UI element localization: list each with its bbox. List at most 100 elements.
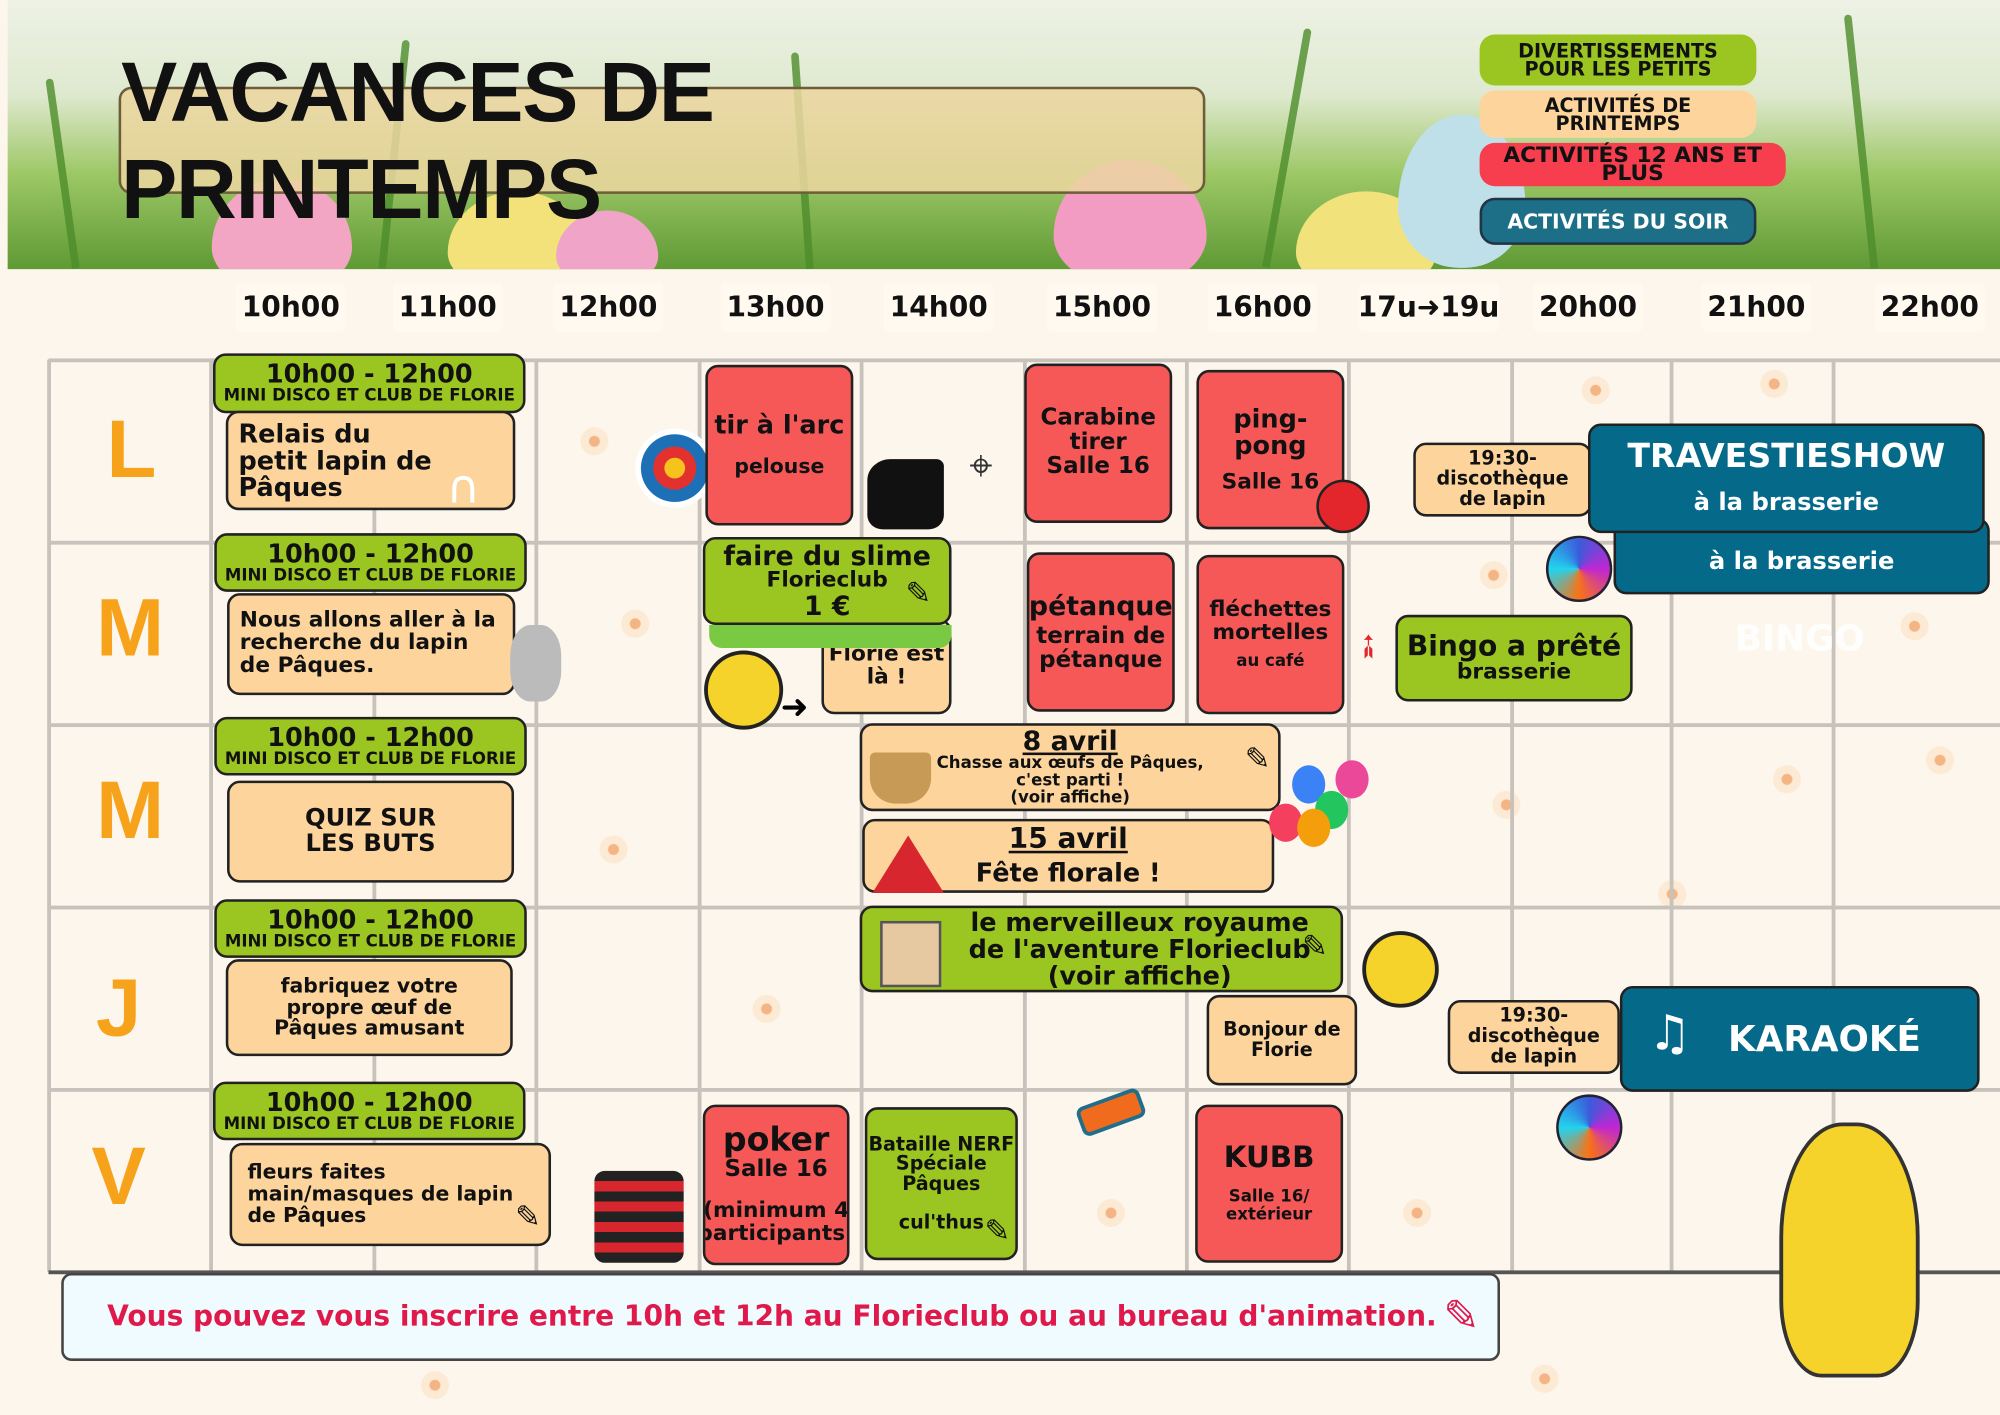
- pencil-icon: ✎: [1443, 1290, 1480, 1342]
- place: à la brasserie: [1708, 547, 1895, 576]
- bunny-icon: [510, 624, 562, 702]
- relais-lapin[interactable]: Relais du petit lapin de Pâques: [225, 410, 516, 511]
- l1: Bingo a prêté: [1406, 630, 1622, 663]
- pencil-icon: ✎: [905, 575, 932, 611]
- dart-icon: ➶: [1345, 623, 1392, 671]
- place: à la brasserie: [1693, 488, 1880, 517]
- oeuf-paques[interactable]: fabriquez votre propre œuf de Pâques amu…: [225, 959, 513, 1057]
- label: Relais du petit lapin de Pâques: [238, 417, 432, 502]
- flower-decoration-icon: [1096, 1198, 1125, 1228]
- legend-label: ACTIVITÉS DU SOIR: [1507, 208, 1729, 233]
- grid-line: [48, 358, 2000, 363]
- time: 10h00 - 12h00: [265, 1086, 473, 1117]
- label: 19:30-discothèque de lapin: [1436, 446, 1569, 511]
- label: MINI DISCO ET CLUB DE FLORIE: [223, 386, 515, 406]
- easter-basket-icon: [869, 752, 932, 804]
- label: MINI DISCO ET CLUB DE FLORIE: [224, 565, 517, 586]
- notice-text: Vous pouvez vous inscrire entre 10h et 1…: [107, 1301, 1437, 1333]
- l2: tirer: [1069, 428, 1127, 456]
- time-header: 16h00: [1207, 283, 1318, 332]
- note: (voir affiche): [1010, 788, 1130, 808]
- place: Florieclub: [766, 567, 888, 593]
- text: Chasse aux œufs de Pâques, c'est parti !: [936, 753, 1204, 791]
- label: QUIZ SUR LES BUTS: [304, 803, 437, 858]
- discotheque-lapin-monday[interactable]: 19:30-discothèque de lapin: [1413, 442, 1592, 517]
- place: pelouse: [734, 454, 825, 479]
- pencil-icon: ✎: [1302, 928, 1328, 965]
- legend-soir: ACTIVITÉS DU SOIR: [1479, 197, 1757, 245]
- time-header: 11h00: [392, 283, 503, 332]
- karaoke[interactable]: ♫KARAOKÉ: [1619, 985, 1980, 1092]
- place: cul'thus: [898, 1210, 984, 1234]
- bingo-faint-label: BINGO: [1734, 617, 1865, 660]
- grid-line: [48, 1088, 2000, 1092]
- legend-label: ACTIVITÉS DE PRINTEMPS: [1544, 93, 1692, 135]
- label: 19:30-discothèque de lapin: [1467, 1004, 1600, 1068]
- time-header: 21h00: [1701, 283, 1812, 332]
- grid-line: [1346, 359, 1351, 1272]
- flower-decoration-icon: [1403, 1198, 1432, 1228]
- legend-label: DIVERTISSEMENTS POUR LES PETITS: [1518, 39, 1718, 81]
- discotheque-lapin-thursday[interactable]: 19:30-discothèque de lapin: [1447, 999, 1620, 1074]
- slime-drip-icon: [709, 624, 952, 648]
- title: poker: [722, 1121, 830, 1160]
- label: KARAOKÉ: [1728, 1017, 1921, 1060]
- time: 10h00 - 12h00: [267, 721, 474, 753]
- grid-line: [47, 359, 52, 1272]
- date: 8 avril: [1022, 725, 1118, 757]
- grid-line: [534, 359, 539, 1272]
- time-header: 13h00: [720, 283, 831, 332]
- time-header: 20h00: [1533, 283, 1643, 332]
- tir-arc[interactable]: tir à l'arc pelouse: [705, 364, 854, 526]
- time: 10h00 - 12h00: [267, 903, 474, 935]
- note: (minimum 4 participants): [702, 1198, 850, 1247]
- title: pétanque: [1028, 590, 1173, 621]
- flower-decoration-icon: [1492, 790, 1521, 819]
- recherche-lapin[interactable]: Nous allons aller à la recherche du lapi…: [227, 593, 516, 696]
- disco-ball-icon: [1545, 535, 1613, 603]
- flower-decoration-icon: [1530, 1364, 1559, 1393]
- grass-blade: [1843, 14, 1879, 269]
- text: Fête florale !: [975, 857, 1161, 888]
- l3: (voir affiche): [1047, 959, 1232, 991]
- castle-icon: [880, 920, 942, 988]
- grid-line: [48, 540, 2000, 545]
- fleurs-masques[interactable]: fleurs faites main/masques de lapin de P…: [229, 1142, 552, 1247]
- place: terrain de pétanque: [1036, 621, 1166, 673]
- pencil-icon: ✎: [984, 1212, 1011, 1249]
- crosshair-icon: ⌖: [969, 441, 993, 490]
- title: tir à l'arc: [714, 409, 845, 441]
- flower-decoration-icon: [1760, 369, 1789, 398]
- nerf-gun-icon: [1074, 1086, 1148, 1138]
- quiz[interactable]: QUIZ SUR LES BUTS: [227, 780, 515, 883]
- registration-notice: Vous pouvez vous inscrire entre 10h et 1…: [61, 1272, 1500, 1361]
- florie-mascot-icon: [1779, 1122, 1920, 1378]
- bonjour-florie[interactable]: Bonjour de Florie: [1206, 994, 1358, 1086]
- label: fleurs faites main/masques de lapin de P…: [247, 1159, 514, 1227]
- flower-decoration-icon: [1479, 561, 1508, 590]
- place: Salle 16/ extérieur: [1226, 1188, 1313, 1225]
- day-friday: V: [91, 1130, 146, 1222]
- time: 10h00 - 12h00: [267, 537, 474, 569]
- pencil-icon: ✎: [515, 1198, 541, 1235]
- l1: Carabine: [1040, 404, 1156, 432]
- price: 1 €: [803, 591, 851, 622]
- label: MINI DISCO ET CLUB DE FLORIE: [224, 749, 517, 769]
- time-header: 15h00: [1047, 283, 1157, 332]
